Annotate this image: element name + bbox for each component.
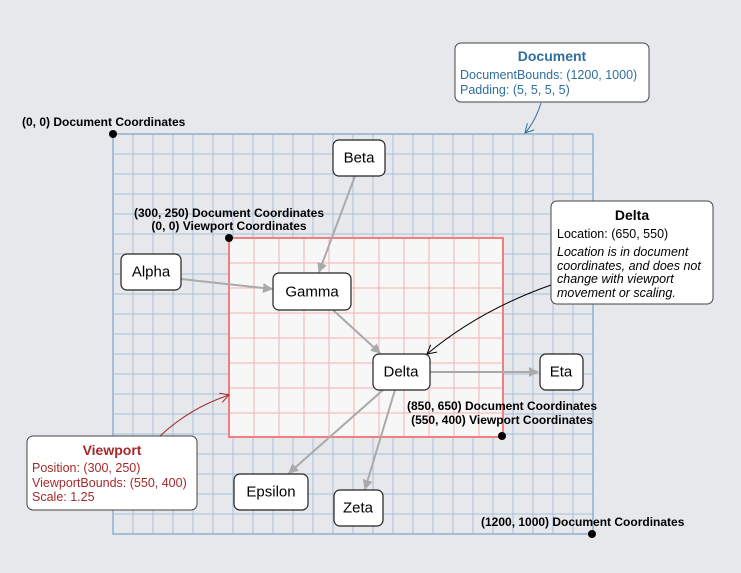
node-epsilon[interactable]: Epsilon [233,473,309,511]
doc-origin-marker [109,130,117,138]
viewport-position-text: Position: (300, 250) [32,461,140,475]
node-label: Delta [383,364,419,381]
node-beta[interactable]: Beta [332,139,386,177]
node-alpha[interactable]: Alpha [120,253,182,291]
viewport-origin-doc-label: (300, 250) Document Coordinates [134,206,324,220]
viewport-bounds-text: ViewportBounds: (550, 400) [32,476,187,490]
node-label: Epsilon [246,484,295,501]
doc-end-label: (1200, 1000) Document Coordinates [481,515,685,529]
document-callout: Document DocumentBounds: (1200, 1000) Pa… [454,42,650,103]
node-gamma[interactable]: Gamma [272,272,352,311]
delta-callout-connector [427,284,552,354]
node-delta[interactable]: Delta [372,353,431,391]
edge-alpha-gamma [180,278,273,293]
document-callout-title: Document [518,48,587,64]
viewport-callout-connector [159,395,229,437]
viewport-scale-text: Scale: 1.25 [32,490,95,504]
delta-callout: Delta Location: (650, 550) Location is i… [550,200,714,305]
node-zeta[interactable]: Zeta [333,489,384,527]
document-callout-connector [525,102,542,133]
delta-location-text: Location: (650, 550) [557,227,668,241]
viewport-end-vp-label: (550, 400) Viewport Coordinates [411,413,593,427]
delta-note-line: coordinates, and does not [557,259,701,273]
document-bounds-text: DocumentBounds: (1200, 1000) [460,68,637,82]
node-label: Alpha [132,264,171,281]
edge-gamma-delta [332,309,381,354]
viewport-origin-marker [225,234,233,242]
edge-delta-epsilon [288,389,384,474]
viewport-callout-title: Viewport [83,442,142,458]
delta-callout-title: Delta [615,207,649,223]
viewport-end-doc-label: (850, 650) Document Coordinates [407,399,597,413]
document-bounds [112,133,594,535]
viewport-end-marker [498,432,506,440]
delta-note-line: movement or scaling. [557,286,676,300]
doc-end-marker [588,530,596,538]
viewport-origin-vp-label: (0, 0) Viewport Coordinates [151,219,306,233]
edge-delta-zeta [362,389,396,490]
viewport-callout: Viewport Position: (300, 250) ViewportBo… [26,435,198,511]
node-label: Beta [344,150,376,167]
node-label: Zeta [343,500,374,517]
delta-note-line: Location is in document [557,245,689,259]
node-label: Eta [550,364,573,381]
node-label: Gamma [285,284,339,301]
viewport-grid [229,238,503,437]
edge-beta-gamma [317,175,356,273]
node-eta[interactable]: Eta [539,353,584,391]
document-padding-text: Padding: (5, 5, 5, 5) [460,83,570,97]
doc-origin-label: (0, 0) Document Coordinates [22,115,186,129]
delta-note-line: change with viewport [557,272,674,286]
viewport-bounds [228,237,504,438]
